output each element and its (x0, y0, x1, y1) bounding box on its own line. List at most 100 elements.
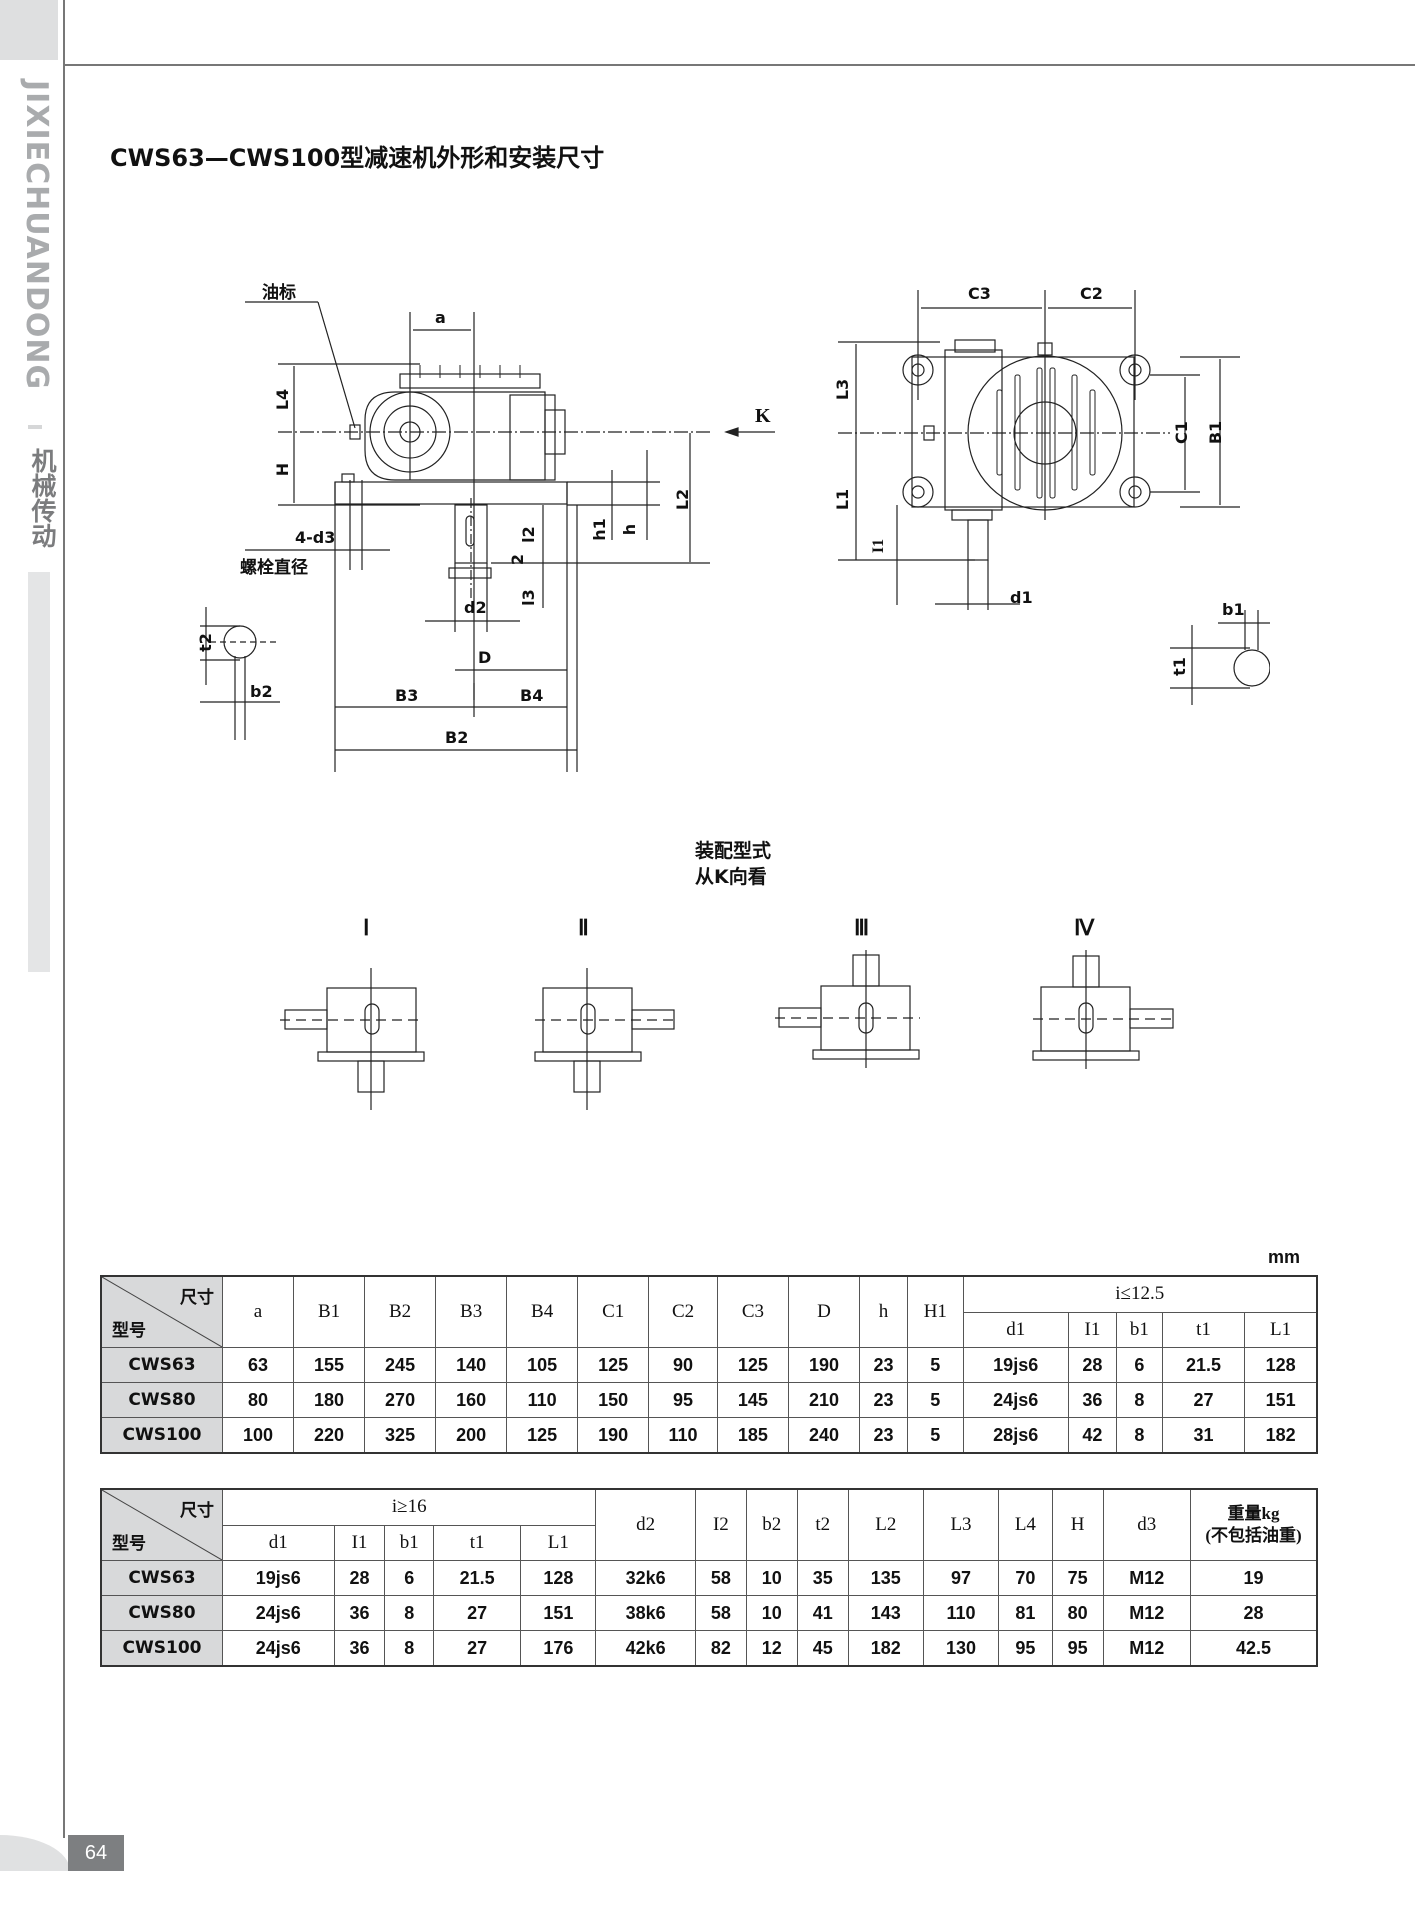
cell: 19js6 (222, 1560, 335, 1596)
table-row: CWS63 63 155 245 140 105 125 90 125 190 … (100, 1347, 1318, 1383)
col-header: t1 (432, 1524, 522, 1561)
spec-table-ratio-le-12-5: 尺寸 型号 a B1 B2 B3 B4 C1 C2 C3 D h H1 i≤12… (100, 1275, 1318, 1454)
col-header: I1 (333, 1524, 386, 1561)
cell: 19 (1190, 1560, 1318, 1596)
col-header: a (221, 1275, 295, 1348)
col-header: B4 (506, 1275, 579, 1348)
label-L2: L2 (673, 488, 693, 511)
model-cell: CWS100 (100, 1630, 223, 1667)
cell: 45 (796, 1630, 849, 1667)
footer-curve (0, 1835, 70, 1871)
cell: 27 (432, 1595, 522, 1631)
model-cell: CWS63 (100, 1560, 223, 1596)
model-cell: CWS80 (100, 1382, 223, 1418)
cell: 23 (858, 1417, 909, 1454)
label-D: D (478, 648, 492, 667)
page-number: 64 (68, 1835, 124, 1871)
cell: 63 (221, 1347, 295, 1383)
cell: 8 (1115, 1382, 1163, 1418)
cell: 220 (293, 1417, 366, 1454)
sidebar-top-block (0, 0, 58, 60)
cell: 180 (293, 1382, 366, 1418)
col-header: L3 (922, 1488, 1000, 1561)
cell: 185 (716, 1417, 789, 1454)
table-corner: 尺寸 型号 (100, 1275, 223, 1348)
table-row: CWS80 24js6 36 8 27 151 38k6 58 10 41 14… (100, 1595, 1318, 1631)
group-header: i≥16 (221, 1488, 597, 1526)
label-B2: B2 (445, 728, 469, 747)
cell: 143 (847, 1595, 924, 1631)
col-header: L4 (998, 1488, 1053, 1561)
col-header: D (787, 1275, 860, 1348)
cell: 5 (907, 1347, 964, 1383)
col-header: L1 (1244, 1311, 1318, 1348)
col-header: L1 (520, 1524, 597, 1561)
label-l1: I1 (870, 538, 888, 554)
label-L4: L4 (273, 388, 293, 411)
label-C1: C1 (1171, 421, 1191, 444)
col-header: b1 (384, 1524, 434, 1561)
cell: 155 (293, 1347, 366, 1383)
weight-header: 重量kg (不包括油重) (1190, 1488, 1318, 1561)
col-header: I2 (694, 1488, 747, 1561)
cell: 105 (506, 1347, 579, 1383)
assembly-title: 装配型式 (695, 840, 772, 862)
col-header: B3 (435, 1275, 508, 1348)
cell: 110 (506, 1382, 579, 1418)
col-header: d1 (962, 1311, 1069, 1348)
table-row: CWS63 19js6 28 6 21.5 128 32k6 58 10 35 … (100, 1560, 1318, 1596)
col-header: t2 (796, 1488, 849, 1561)
label-t1: t1 (1169, 657, 1189, 676)
brand-separator (28, 425, 42, 429)
assembly-types-drawing (280, 950, 1177, 1110)
cell: 190 (577, 1417, 650, 1454)
col-header: b2 (745, 1488, 798, 1561)
cell: 58 (694, 1595, 747, 1631)
assembly-type-4-label: Ⅳ (1074, 915, 1095, 940)
table-row: CWS100 24js6 36 8 27 176 42k6 82 12 45 1… (100, 1630, 1318, 1667)
model-cell: CWS63 (100, 1347, 223, 1383)
cell: 10 (745, 1595, 798, 1631)
cell: 200 (435, 1417, 508, 1454)
cell: 240 (787, 1417, 860, 1454)
page-title: CWS63—CWS100型减速机外形和安装尺寸 (110, 144, 605, 172)
cell: 36 (333, 1595, 386, 1631)
side-view-drawing (838, 290, 1270, 705)
cell: 110 (922, 1595, 1000, 1631)
cell: 35 (796, 1560, 849, 1596)
cell: 28 (1067, 1347, 1117, 1383)
cell: 150 (577, 1382, 650, 1418)
label-K: K (755, 405, 771, 427)
corner-label-dimension: 尺寸 (180, 1288, 214, 1308)
cell: 23 (858, 1382, 909, 1418)
assembly-type-4 (1032, 950, 1177, 1069)
col-header: d1 (222, 1524, 335, 1561)
cell: 41 (796, 1595, 849, 1631)
cell: 82 (694, 1630, 747, 1667)
assembly-type-2-label: Ⅱ (578, 915, 589, 940)
label-2: 2 (508, 553, 528, 566)
table-subheader-row: d1 I1 b1 t1 L1 (101, 1524, 1317, 1561)
cell: 75 (1051, 1560, 1104, 1596)
col-header: C3 (716, 1275, 789, 1348)
label-l2: l2 (518, 526, 538, 543)
cell: 270 (364, 1382, 437, 1418)
cell: 24js6 (962, 1382, 1069, 1418)
sidebar-bar (28, 572, 50, 972)
unit-label: mm (1268, 1247, 1301, 1267)
corner-label-model: 型号 (112, 1321, 146, 1341)
model-cell: CWS100 (100, 1417, 223, 1454)
corner-diagonal (102, 1277, 222, 1347)
cell: 95 (998, 1630, 1053, 1667)
cell: 80 (221, 1382, 295, 1418)
cell: 95 (648, 1382, 718, 1418)
label-B3: B3 (395, 686, 419, 705)
label-B1: B1 (1206, 420, 1226, 445)
cell: 210 (787, 1382, 860, 1418)
cell: M12 (1102, 1595, 1192, 1631)
corner-label-dimension: 尺寸 (180, 1501, 214, 1521)
cell: 27 (1161, 1382, 1246, 1418)
cell: 42.5 (1190, 1630, 1318, 1667)
cell: 27 (432, 1630, 522, 1667)
col-header: h (858, 1275, 909, 1348)
